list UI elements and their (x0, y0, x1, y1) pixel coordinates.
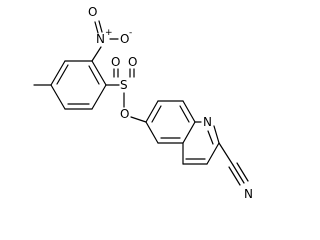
bond-ring-b3-inner (179, 105, 190, 123)
bond-ring-a3-inner (88, 65, 100, 85)
bond-nitrile-triple-b (236, 162, 249, 182)
bond-nitrile-c (218, 142, 234, 166)
atom-ester-o: O (120, 107, 129, 121)
bond-ring-b6 (145, 121, 159, 144)
atom-labels: O N + O - S O O O N N (88, 5, 253, 201)
bond-c-nitro-n (91, 46, 102, 62)
atom-nitro-o-top: O (88, 5, 97, 19)
atom-sulfonyl-s: S (120, 78, 128, 92)
atom-nitro-charge: + (105, 28, 113, 38)
bond-nitrile-triple-c (228, 166, 241, 186)
bond-nitro-n-o-double-a (94, 21, 99, 34)
bond-nitrile-triple-a (232, 164, 245, 184)
bond-ring-b3 (182, 100, 196, 123)
bond-ring-c2 (213, 125, 220, 144)
atom-nitro-o-side-charge: - (129, 28, 132, 38)
atom-sulfonyl-o-left: O (111, 55, 120, 69)
bond-ring-a1 (50, 60, 66, 86)
bond-ring-b4 (182, 121, 196, 144)
bond-ring-b1 (145, 100, 159, 123)
bond-ring-c3 (206, 142, 220, 165)
bond-ring-a6 (50, 84, 66, 110)
atom-nitro-n: N (96, 32, 105, 46)
atom-sulfonyl-o-right: O (128, 55, 137, 69)
bonds (33, 20, 249, 186)
chemical-structure-diagram: O N + O - S O O O N N (33, 5, 253, 201)
bond-nitro-n-o-double-b (98, 20, 103, 33)
bond-ring-b1-inner (151, 105, 162, 123)
bond-ring-a4 (91, 84, 107, 110)
bond-ring-a1-inner (56, 64, 69, 85)
atom-ring-n: N (203, 115, 212, 129)
atom-nitro-o-side: O (120, 32, 129, 46)
bond-ring-c2-inner (207, 130, 214, 145)
bond-ester-o-quinoline (130, 116, 147, 123)
atom-nitrile-n: N (244, 187, 253, 201)
bond-ring-a3 (91, 60, 107, 86)
